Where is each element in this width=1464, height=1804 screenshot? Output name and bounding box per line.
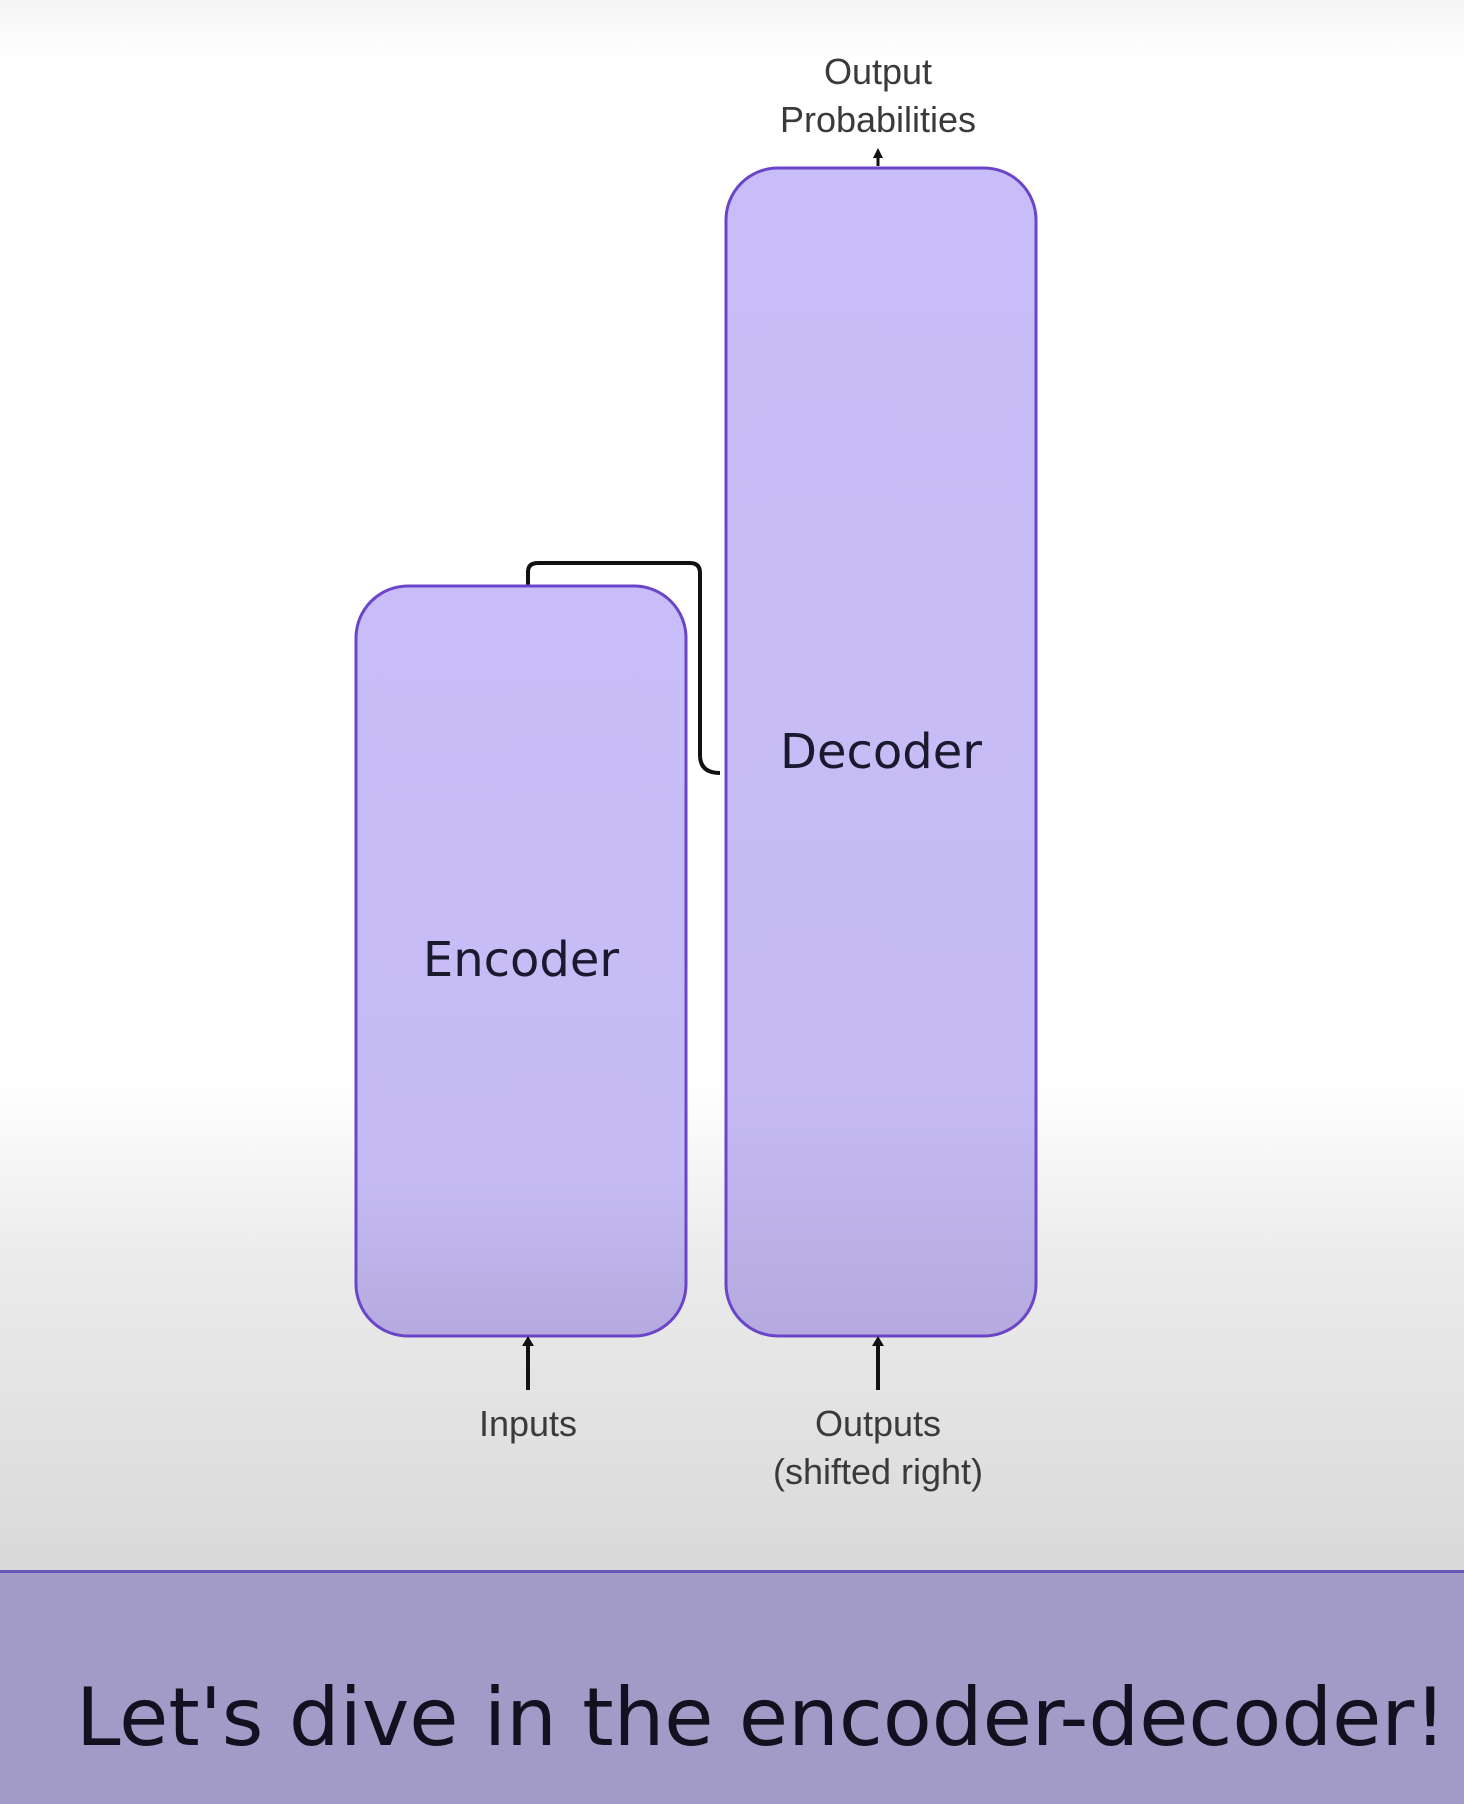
- caption-text: Let's dive in the encoder-decoder!: [76, 1671, 1447, 1764]
- outputs-arrow: [872, 1336, 884, 1390]
- inputs-arrow: [522, 1336, 534, 1390]
- encoder-decoder-diagram: [354, 148, 1038, 1390]
- inputs-label: Inputs: [478, 1403, 578, 1444]
- encoder-decoder-connector: [526, 561, 721, 775]
- encoder-block: [354, 584, 688, 1338]
- slide-area: Output Probabilities Decoder Encoder Inp…: [0, 0, 1464, 1570]
- output-arrow: [873, 148, 883, 166]
- output-probabilities-label: Output Probabilities: [779, 51, 977, 140]
- decoder-block: [724, 166, 1038, 1338]
- decoder-title: Decoder: [780, 724, 982, 780]
- caption-bar: [0, 1570, 1464, 1804]
- encoder-title: Encoder: [422, 932, 620, 988]
- outputs-shifted-right-label: Outputs (shifted right): [772, 1403, 984, 1492]
